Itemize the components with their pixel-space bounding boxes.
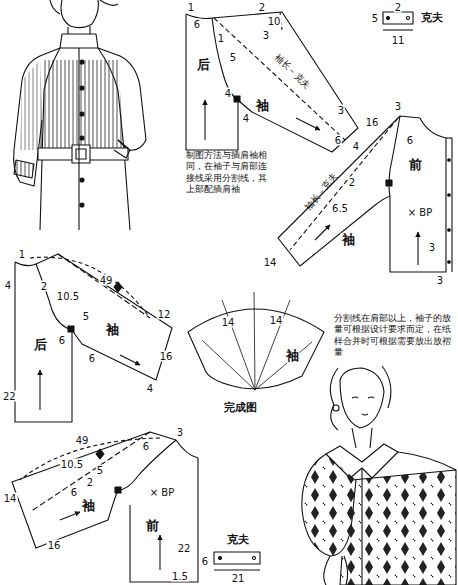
dimension-number: 4 (146, 383, 154, 394)
dimension-number: 2 (86, 477, 94, 488)
dimension-number: 49 (99, 275, 114, 286)
dimension-number: 6 (58, 335, 66, 346)
dimension-number: 4 (352, 141, 360, 152)
dimension-number: 1.5 (171, 571, 189, 582)
dimension-number: 22 (177, 543, 192, 554)
dimension-number: 16 (159, 351, 174, 362)
dimension-number: 14 (221, 317, 236, 328)
dimension-number: 5 (82, 311, 90, 322)
piece-name: 后 (33, 338, 48, 352)
figure-illustration (302, 366, 456, 585)
piece-name: 袖 (285, 349, 300, 363)
dimension-number: 5 (371, 13, 379, 24)
dimension-number: 3 (337, 105, 345, 116)
dimension-number: 22 (2, 391, 17, 402)
dimension-number: 6 (142, 441, 150, 452)
dimension-number: × BP (407, 207, 433, 218)
dimension-number: 12 (157, 309, 172, 320)
dimension-number: 2 (394, 1, 402, 12)
dimension-number: × BP (149, 487, 175, 498)
dimension-number: 2 (258, 2, 266, 13)
dimension-number: 2 (40, 281, 48, 292)
dimension-number: 4 (224, 88, 232, 99)
cuff-label: 克夫 (226, 534, 250, 546)
piece-name: 前 (145, 519, 160, 533)
dimension-number: 6 (406, 135, 414, 146)
dimension-number: 5 (229, 52, 237, 63)
back-raglan-pattern (186, 12, 358, 152)
sleeve-length-label: 袖长－克夫 (271, 52, 312, 91)
dimension-number: 3 (428, 242, 436, 253)
front-raglan-pattern (12, 432, 198, 582)
dimension-number: 49 (75, 435, 90, 446)
figure-illustration (14, 0, 146, 230)
note-text: 制图方法与插肩袖相同，在袖子与肩部连接线采用分割线，其上部配插肩袖 (185, 150, 275, 196)
cuff-label: 克夫 (420, 12, 444, 24)
dimension-number: 11 (391, 35, 406, 46)
dimension-number: 10.5 (56, 291, 80, 302)
dimension-number: 14 (3, 493, 18, 504)
cuff-pattern (383, 12, 413, 30)
cuff-pattern (214, 552, 260, 570)
back-raglan-pattern (15, 254, 172, 422)
dimension-number: 21 (231, 573, 246, 584)
dimension-number: 1 (187, 2, 195, 13)
dimension-number: 16 (47, 540, 62, 551)
dimension-number: 6 (88, 353, 96, 364)
dimension-number: 16 (365, 117, 380, 128)
piece-name: 后 (196, 58, 211, 72)
front-raglan-pattern (278, 116, 452, 272)
dimension-number: 14 (263, 257, 278, 268)
dimension-number: 6 (334, 135, 342, 146)
dimension-number: 6 (70, 487, 78, 498)
dimension-number: 4 (4, 280, 12, 291)
dimension-number: 6 (193, 19, 201, 30)
dimension-number: 4 (242, 113, 250, 124)
dimension-number: 1 (217, 33, 225, 44)
completed-sleeve (188, 292, 324, 390)
dimension-number: 10.5 (60, 459, 84, 470)
piece-name: 前 (408, 158, 423, 172)
cuff-label: 完成图 (223, 402, 258, 414)
dimension-number: 6.5 (331, 203, 349, 214)
dimension-number: 6 (201, 556, 209, 567)
piece-name: 袖 (81, 499, 96, 513)
dimension-number: 10 (267, 16, 282, 27)
piece-name: 袖 (341, 233, 356, 247)
dimension-number: 1 (18, 249, 26, 260)
piece-name: 袖 (255, 99, 270, 113)
dimension-number: 3 (436, 275, 444, 286)
dimension-number: 5 (96, 465, 104, 476)
piece-name: 袖 (105, 323, 120, 337)
dimension-number: 3 (394, 101, 402, 112)
dimension-number: 3 (262, 30, 270, 41)
note-text: 分割线在肩部以上，袖子的放量可根据设计要求而定，在纸样合并时可根据需要放出放褶量 (333, 313, 453, 359)
dimension-number: 2 (348, 177, 356, 188)
dimension-number: 3 (176, 427, 184, 438)
dimension-number: 14 (269, 315, 284, 326)
